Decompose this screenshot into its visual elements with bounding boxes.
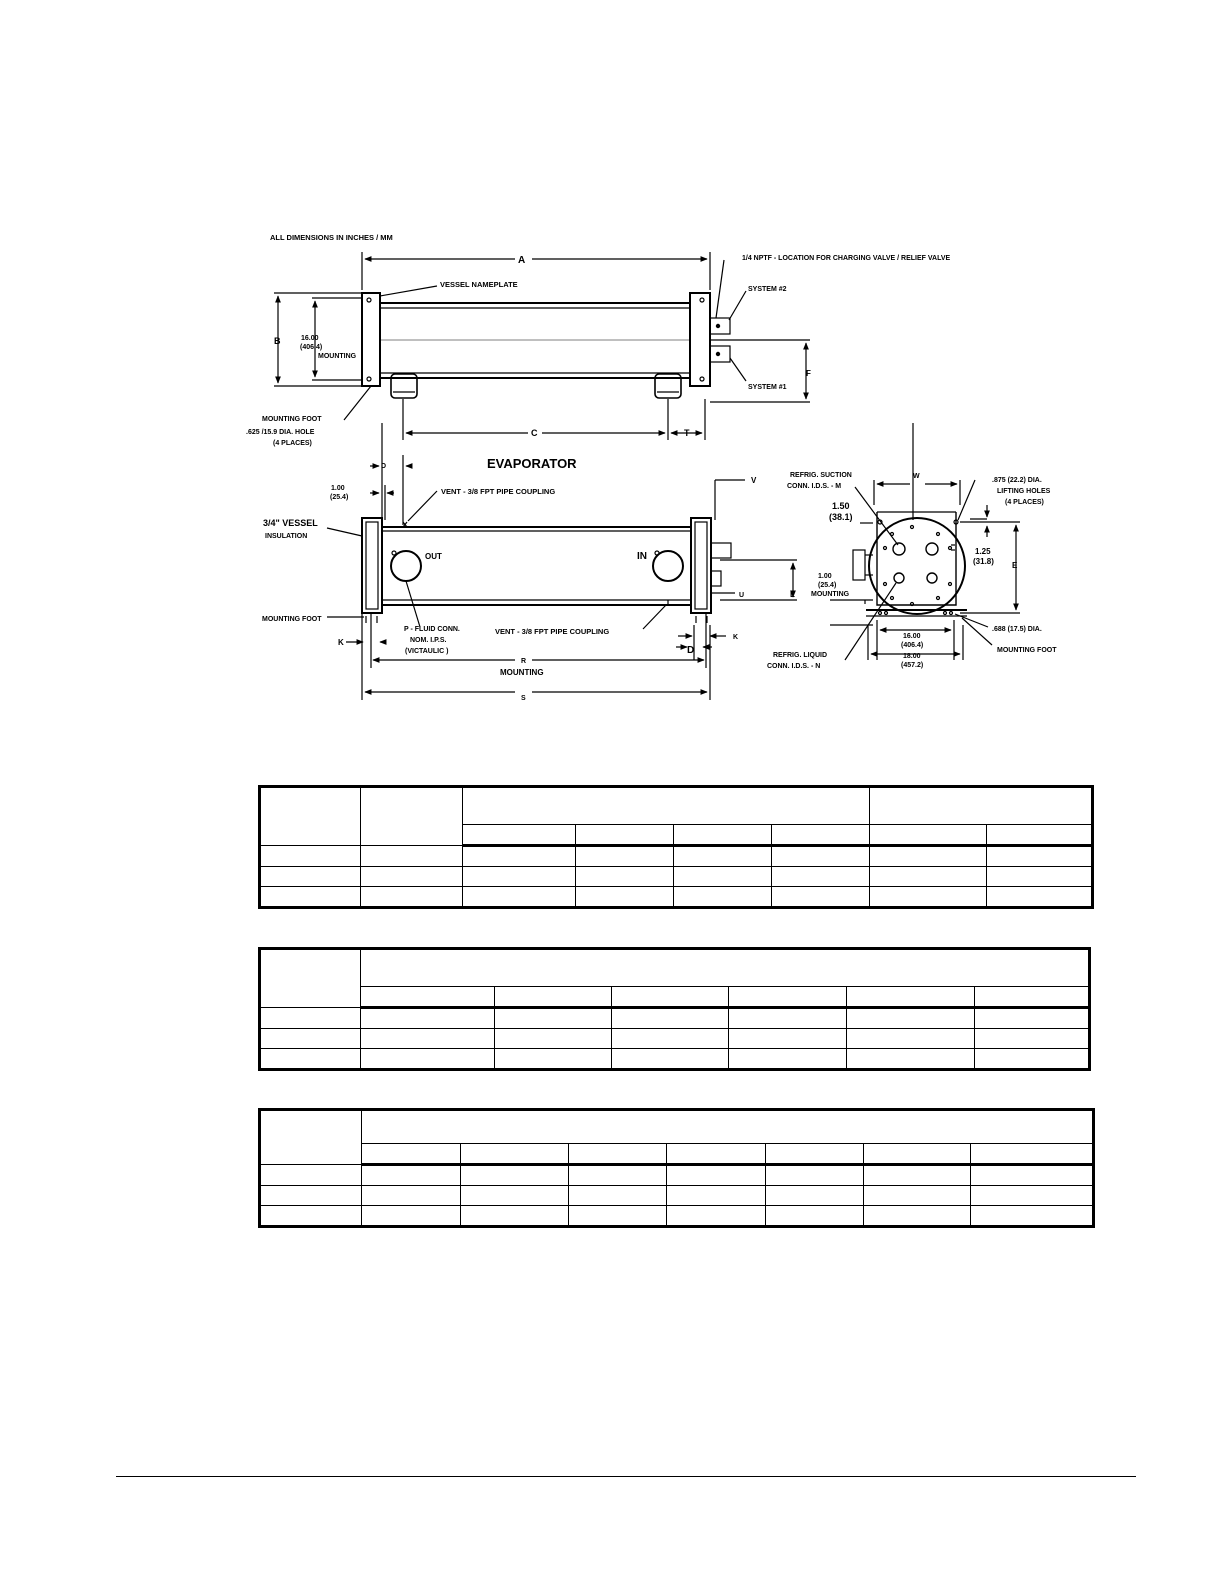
mounting-foot-label: MOUNTING FOOT (262, 416, 322, 423)
table-row (259, 1007, 1091, 1029)
mounting-foot-3-label: MOUNTING FOOT (997, 647, 1057, 654)
p-fluid-label-2: NOM. I.P.S. (410, 637, 446, 644)
table-row (259, 866, 1093, 887)
e18-label: 18.00 (903, 653, 921, 660)
table3-header-cell (258, 1109, 363, 1165)
mounting-label: MOUNTING (318, 353, 357, 360)
units-note: ALL DIMENSIONS IN INCHES / MM (270, 233, 393, 242)
dim-A-label: A (518, 255, 525, 266)
e100-mm-label: (25.4) (818, 582, 836, 589)
table1-subheader-cell (575, 824, 674, 847)
dim-E-label: E (1012, 561, 1018, 570)
one-00-label: 1.00 (331, 485, 345, 492)
dim-L-label: L (790, 590, 795, 599)
insulation-label-2: INSULATION (265, 533, 307, 540)
dim-D-top-label: D (381, 463, 386, 470)
table-row (259, 845, 1093, 867)
vessel-nameplate-label: VESSEL NAMEPLATE (440, 280, 518, 289)
lift-label-3: (4 PLACES) (1005, 499, 1044, 506)
dim-R-label: R (521, 658, 526, 665)
four-places-label: (4 PLACES) (273, 440, 312, 447)
dim-S-label: S (521, 695, 526, 702)
lift-label-2: LIFTING HOLES (997, 488, 1051, 495)
vent-bottom-label: VENT - 3/8 FPT PIPE COUPLING (495, 627, 609, 636)
mounting-r-label: MOUNTING (500, 668, 544, 677)
mount-16-label: 16.00 (301, 335, 319, 342)
p-fluid-label-3: (VICTAULIC ) (405, 648, 448, 655)
table1-header-group (462, 786, 870, 825)
in-label: IN (637, 551, 647, 562)
dim-V-label: V (751, 476, 757, 485)
dim-F-label: F (806, 369, 811, 378)
out-label: OUT (425, 552, 442, 561)
table-row (258, 1185, 1094, 1206)
table1-header-group (869, 786, 1093, 825)
dim-W-label: W (913, 473, 920, 480)
table1-subheader-cell (771, 824, 870, 847)
table1-header-cell (259, 786, 361, 846)
dimension-table-3 (258, 1108, 1095, 1228)
table1-subheader-cell (986, 824, 1093, 847)
table-row (258, 1205, 1094, 1227)
hole-625-label: .625 /15.9 DIA. HOLE (246, 429, 315, 436)
e100-mount-label: MOUNTING (811, 591, 850, 598)
dimension-table-2 (258, 947, 1092, 1071)
mount-16-mm-label: (406.4) (300, 344, 322, 351)
d150-label: 1.50 (832, 501, 850, 511)
dim-B-label: B (274, 336, 281, 346)
footer-divider (116, 1476, 1136, 1477)
liquid-label-1: REFRIG. LIQUID (773, 652, 827, 659)
hole-688-label: .688 (17.5) DIA. (992, 626, 1042, 633)
dim-K-right-label: K (733, 634, 738, 641)
system1-label: SYSTEM #1 (748, 384, 787, 391)
system2-label: SYSTEM #2 (748, 286, 787, 293)
e16-label: 16.00 (903, 633, 921, 640)
vent-top-label: VENT - 3/8 FPT PIPE COUPLING (441, 487, 555, 496)
dim-C-label: C (531, 428, 538, 438)
e18-mm-label: (457.2) (901, 662, 923, 669)
table2-header-cell (259, 948, 361, 1008)
e100-label: 1.00 (818, 573, 832, 580)
e16-mm-label: (406.4) (901, 642, 923, 649)
d125-label: 1.25 (975, 547, 991, 556)
d150-mm-label: (38.1) (829, 512, 853, 522)
table-row (259, 1028, 1091, 1049)
table3-header-group (361, 1109, 1094, 1144)
one-00-mm-label: (25.4) (330, 494, 348, 501)
dim-K-left-label: K (338, 638, 344, 647)
table-row (259, 886, 1093, 908)
table-row (259, 1048, 1091, 1070)
evaporator-title: EVAPORATOR (487, 456, 577, 471)
mounting-foot-2-label: MOUNTING FOOT (262, 616, 322, 623)
nptf-label: 1/4 NPTF - LOCATION FOR CHARGING VALVE /… (742, 255, 951, 262)
insulation-label-1: 3/4" VESSEL (263, 518, 318, 528)
suction-label-1: REFRIG. SUCTION (790, 472, 852, 479)
table1-subheader-cell (673, 824, 772, 847)
d125-mm-label: (31.8) (973, 557, 994, 566)
dim-U-label: U (739, 592, 744, 599)
dimension-table-1 (258, 785, 1094, 909)
dim-D-label: D (687, 645, 694, 656)
dim-T-label: T (684, 428, 690, 438)
suction-label-2: CONN. I.D.S. - M (787, 483, 841, 490)
liquid-label-2: CONN. I.D.S. - N (767, 663, 820, 670)
table1-subheader-cell (869, 824, 987, 847)
table2-header-group (359, 948, 1091, 987)
table-row (258, 1164, 1094, 1186)
lift-label-1: .875 (22.2) DIA. (992, 477, 1042, 484)
table1-header-cell (360, 786, 463, 846)
table1-subheader-cell (462, 824, 576, 847)
p-fluid-label-1: P - FLUID CONN. (404, 626, 460, 633)
